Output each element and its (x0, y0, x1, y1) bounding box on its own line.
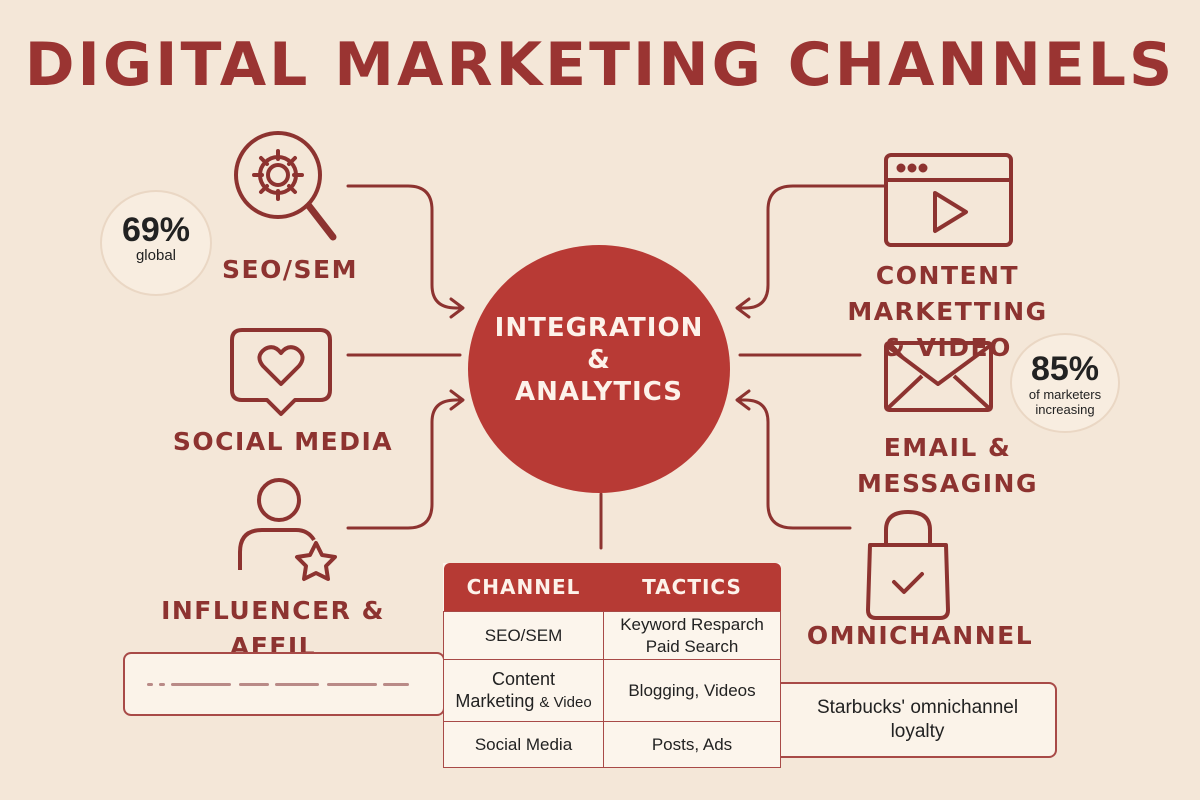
connector-omni (736, 398, 852, 530)
table-row: Content Marketing & Video Blogging, Vide… (443, 659, 781, 722)
center-hub-circle (468, 245, 730, 493)
table-row: SEO/SEM Keyword Resparch Paid Search (443, 611, 781, 660)
center-hub-line-2: & (587, 345, 611, 375)
shopping-bag-check-icon (866, 510, 950, 620)
table-cell-tactics-line-1: Keyword Resparch (620, 614, 764, 634)
stat-marketers-caption-1: of marketers (1028, 387, 1102, 402)
content-video-window-icon (884, 153, 1013, 247)
table-cell-tactics: Posts, Ads (603, 721, 781, 768)
channel-email-label: EMAIL & MESSAGING (840, 430, 1055, 502)
table-cell-channel: Social Media (443, 721, 604, 768)
stat-global-caption: global (135, 247, 177, 264)
connector-content (736, 184, 887, 310)
channel-tactics-table: CHANNEL TACTICS SEO/SEM Keyword Resparch… (443, 563, 781, 768)
table-header-channel: CHANNEL (443, 563, 604, 612)
table-cell-channel-line-2b: & Video (539, 693, 592, 711)
center-hub-label: INTEGRATION & ANALYTICS (468, 312, 730, 408)
channel-email-line-2: MESSAGING (857, 469, 1038, 498)
table-cell-tactics-line-2: Paid Search (645, 636, 739, 656)
callout-line-1: Starbucks' omnichannel (816, 697, 1019, 718)
channel-content-line-2: & VIDEO (883, 333, 1012, 362)
envelope-icon (884, 341, 993, 412)
table-cell-channel: Content Marketing & Video (443, 659, 604, 722)
table-cell-tactics: Blogging, Videos (603, 659, 781, 722)
channel-content-label: CONTENT MARKETTING & VIDEO (790, 258, 1105, 366)
table-row: Social Media Posts, Ads (443, 721, 781, 768)
influencer-person-star-icon (238, 478, 337, 581)
channel-email-line-1: EMAIL & (883, 433, 1012, 462)
stat-global-value: 69% (121, 211, 191, 249)
page-title: DIGITAL MARKETING CHANNELS (24, 30, 1176, 100)
stat-marketers-badge: 85% of marketers increasing (1010, 333, 1120, 433)
stat-global-badge: 69% global (100, 190, 212, 296)
table-cell-channel-line-2a: Marketing (455, 690, 535, 711)
stat-marketers-caption-2: increasing (1035, 402, 1095, 417)
table-cell-channel: SEO/SEM (443, 611, 604, 660)
channel-seo-label: SEO/SEM (222, 255, 358, 284)
channel-content-line-1: CONTENT MARKETTING (847, 261, 1048, 326)
social-heart-bubble-icon (230, 328, 332, 416)
table-cell-tactics: Keyword Resparch Paid Search (603, 611, 781, 660)
channel-omni-label: OMNICHANNEL (806, 621, 1034, 650)
stat-marketers-value: 85% (1030, 350, 1100, 388)
center-hub-line-3: ANALYTICS (514, 377, 684, 407)
connector-influencer (346, 398, 464, 530)
starbucks-callout-box: Starbucks' omnichannel loyalty (780, 682, 1057, 758)
connector-seo (346, 184, 464, 310)
center-hub-line-1: INTEGRATION (494, 313, 704, 343)
table-cell-channel-line-1: Content (491, 668, 556, 689)
channel-social-label: SOCIAL MEDIA (172, 427, 394, 456)
table-header-tactics: TACTICS (603, 563, 781, 612)
table-header-row: CHANNEL TACTICS (443, 563, 781, 612)
seo-magnifier-icon (234, 131, 337, 241)
callout-line-2: loyalty (890, 721, 945, 742)
blurred-text-box (123, 652, 445, 716)
